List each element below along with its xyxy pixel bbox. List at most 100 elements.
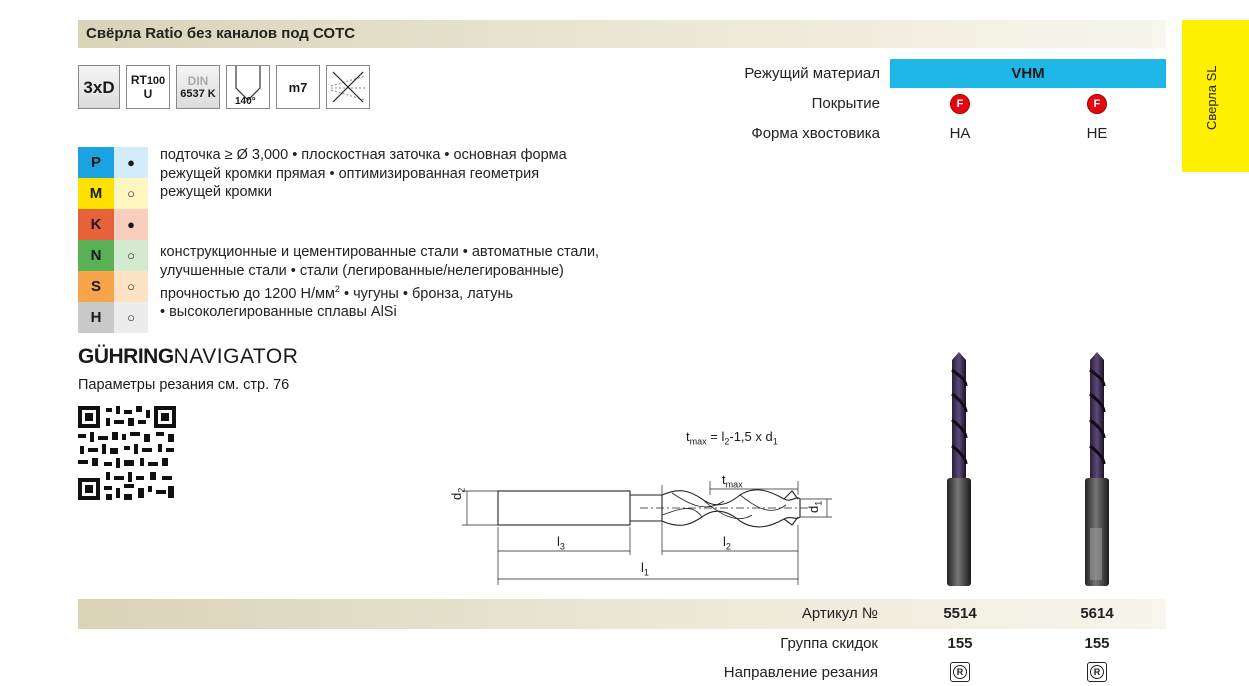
coating-badge: F [950, 94, 970, 114]
description-line: подточка ≥ Ø 3,000 • плоскостная заточка… [160, 147, 567, 163]
angle-label: 140° [235, 96, 256, 107]
description-line: режущей кромки [160, 184, 272, 200]
application-line: прочностью до 1200 Н/мм2 • чугуны • брон… [160, 280, 700, 303]
direction-symbol: R [953, 665, 967, 679]
whistle-notch [1090, 528, 1102, 580]
cutting-material-band: VHM [890, 59, 1166, 88]
formula-sub: 2 [724, 436, 730, 447]
cutting-material-value: VHM [1011, 65, 1045, 82]
rt-label: RT [130, 72, 147, 87]
article-label: Артикул № [801, 605, 878, 622]
material-letter: M [78, 178, 114, 209]
tolerance-icon: m7 [276, 65, 320, 109]
din-label: DIN [187, 73, 209, 88]
coating-symbol: F [1093, 98, 1101, 110]
dim-sub: max [725, 479, 743, 490]
application-line: улучшенные стали • стали (легированные/н… [160, 262, 564, 279]
right-hand-cutting-icon: R [1087, 662, 1107, 682]
material-letter: P [78, 147, 114, 178]
cutting-material-label: Режущий материал [744, 65, 880, 82]
dim-sub: 3 [559, 541, 565, 552]
din-letter: K [207, 87, 216, 100]
application-line: конструкционные и цементированные стали … [160, 244, 600, 260]
formula-sub: 1 [772, 436, 778, 447]
coolant-crossed-icon [330, 71, 366, 103]
product-name: NAVIGATOR [173, 345, 299, 368]
shank-value-a: HA [949, 125, 971, 142]
page-title: Свёрла Ratio без каналов под СОТС [86, 25, 356, 42]
shank-value-b: HE [1086, 125, 1108, 142]
article-number-a[interactable]: 5514 [943, 605, 977, 622]
depth-icon: 3xD [78, 65, 120, 109]
qr-code[interactable] [78, 406, 176, 500]
material-row-k: K ● [78, 209, 148, 240]
dim-letter: l [557, 534, 560, 549]
drill-drawing [462, 481, 832, 585]
material-row-h: H ○ [78, 302, 148, 333]
article-number-b[interactable]: 5614 [1080, 605, 1114, 622]
material-symbol: ○ [114, 302, 148, 333]
dim-letter: l [723, 534, 726, 549]
shank-label: Форма хвостовика [751, 125, 880, 142]
tool-description: подточка ≥ Ø 3,000 • плоскостная заточка… [160, 146, 680, 202]
material-letter: N [78, 240, 114, 271]
coating-label: Покрытие [811, 95, 880, 112]
application-materials: конструкционные и цементированные стали … [160, 243, 700, 322]
brand-logo: GÜHRINGNAVIGATOR [78, 345, 298, 369]
dim-letter: t [722, 472, 726, 487]
section-tab[interactable]: Сверла SL [1182, 20, 1249, 172]
l2-label: l2 [723, 534, 731, 552]
material-row-s: S ○ [78, 271, 148, 302]
discount-group-a: 155 [947, 635, 973, 652]
formula-part: -1,5 x d [729, 429, 773, 444]
drill-image-ha [947, 352, 971, 586]
point-angle-icon: 140° [226, 65, 270, 109]
coating-badge: F [1087, 94, 1107, 114]
material-row-n: N ○ [78, 240, 148, 271]
d1-label: d1 [806, 501, 824, 513]
material-letter: S [78, 271, 114, 302]
discount-group-b: 155 [1084, 635, 1110, 652]
cutting-direction-label: Направление резания [723, 664, 878, 681]
tolerance-label: m7 [288, 79, 308, 95]
tmax-formula: tmax = l2-1,5 x d1 [686, 429, 778, 447]
din-icon: DIN 6537 K [176, 65, 220, 109]
formula-sub: max [689, 436, 707, 447]
article-band [78, 599, 1166, 629]
material-row-m: M ○ [78, 178, 148, 209]
dim-sub: 2 [456, 487, 467, 493]
drill-image-he [1085, 352, 1109, 586]
dim-letter: d [449, 492, 464, 500]
application-text: прочностью до 1200 Н/мм [160, 285, 335, 302]
material-symbol: ● [114, 147, 148, 178]
material-letter: K [78, 209, 114, 240]
formula-part: = l [706, 429, 725, 444]
no-coolant-icon [326, 65, 370, 109]
l3-label: l3 [557, 534, 565, 552]
l1-label: l1 [641, 560, 649, 578]
dim-sub: 1 [813, 500, 824, 506]
material-symbol: ○ [114, 240, 148, 271]
brand-name: GÜHRING [78, 345, 174, 368]
rt100-icon: RT100 U [126, 65, 170, 109]
material-letter: H [78, 302, 114, 333]
dim-sub: 1 [643, 567, 649, 578]
material-row-p: P ● [78, 147, 148, 178]
dim-letter: d [806, 505, 821, 513]
coating-symbol: F [956, 98, 964, 110]
cutting-params-note: Параметры резания см. стр. 76 [78, 377, 290, 393]
depth-label: 3xD [83, 77, 115, 97]
section-tab-label: Сверла SL [1204, 65, 1219, 131]
application-line: • высоколегированные сплавы AlSi [160, 304, 397, 321]
title-bar: Свёрла Ratio без каналов под СОТС [78, 20, 1166, 48]
drill-point-icon [235, 66, 261, 101]
material-symbol: ● [114, 209, 148, 240]
direction-symbol: R [1090, 665, 1104, 679]
shank-outline [497, 490, 631, 526]
tmax-label: tmax [722, 472, 743, 490]
discount-group-label: Группа скидок [780, 635, 878, 652]
dim-letter: l [641, 560, 644, 575]
dim-sub: 2 [725, 541, 731, 552]
formula-part: t [686, 429, 690, 444]
right-hand-cutting-icon: R [950, 662, 970, 682]
